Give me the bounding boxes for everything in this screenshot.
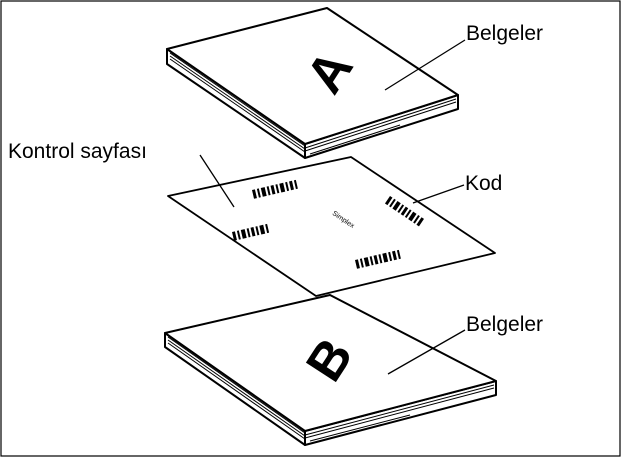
control-sheet: Simplex [167, 156, 496, 297]
barcode-bottom [355, 249, 401, 269]
stack-a-page-lines [169, 52, 457, 155]
label-documents-top: Belgeler [466, 22, 543, 45]
leader-line-control-sheet [199, 154, 235, 208]
barcode-right [384, 196, 424, 227]
document-stack-b: B [164, 294, 497, 446]
label-control-sheet: Kontrol sayfası [8, 140, 147, 163]
barcode-left [232, 223, 270, 241]
callout-code: Kod [412, 172, 502, 204]
control-sheet-outline [167, 156, 496, 297]
callout-documents-bottom: Belgeler [387, 313, 543, 375]
leader-line-documents-bottom [387, 329, 466, 375]
leader-line-code [412, 184, 465, 204]
barcode-top [252, 179, 298, 199]
stack-b-top-face [164, 294, 497, 432]
stack-a-top-face [166, 7, 459, 145]
stack-b-page-lines [167, 336, 495, 442]
callout-control-sheet: Kontrol sayfası [8, 140, 235, 208]
document-stack-a: A [166, 7, 459, 159]
label-code: Kod [465, 172, 502, 195]
callout-documents-top: Belgeler [384, 22, 543, 91]
leader-line-documents-top [384, 39, 466, 91]
label-documents-bottom: Belgeler [466, 313, 543, 336]
